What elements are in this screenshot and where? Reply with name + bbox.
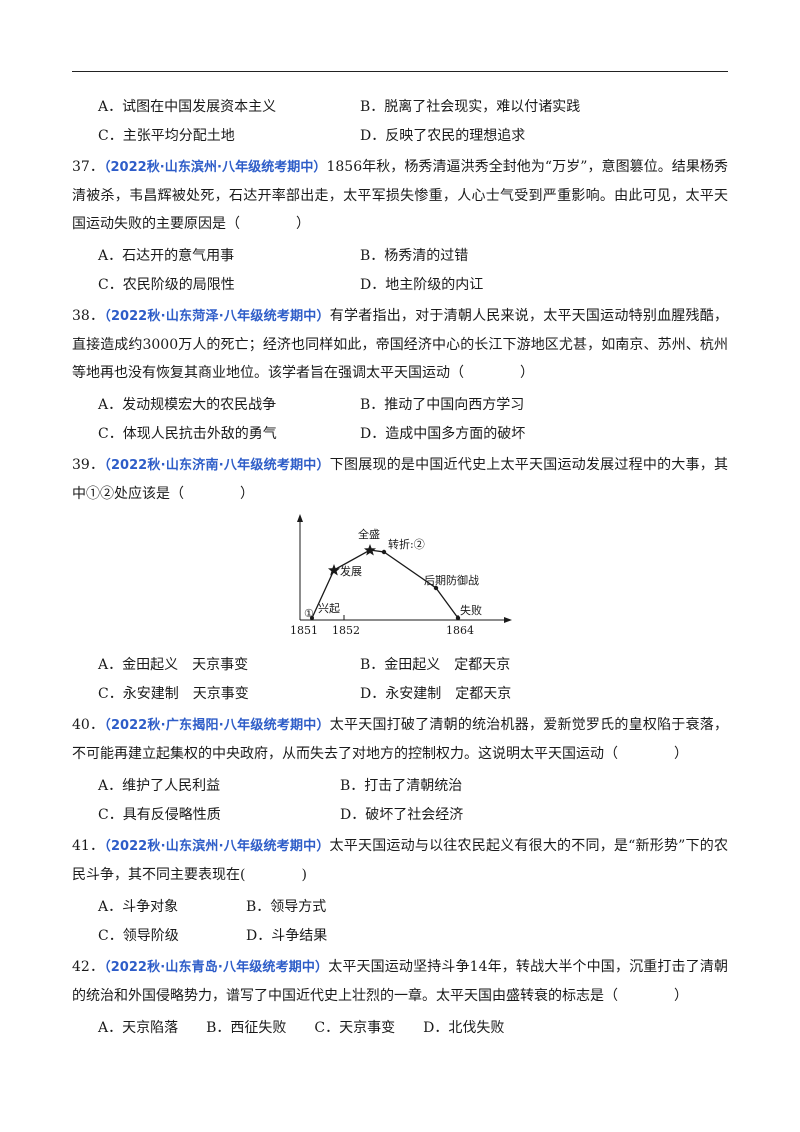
question-stem: 有学者指出，对于清朝人民来说，太平天国运动特别血腥残酷，直接造成约3000万人的… (72, 308, 728, 381)
label-peak: 全盛 (358, 527, 380, 541)
point-late (433, 585, 439, 591)
q36-options-row-1: A．试图在中国发展资本主义 B．脱离了社会现实，难以付诸实践 (72, 92, 728, 121)
q38-options-row-2: C．体现人民抗击外敌的勇气 D．造成中国多方面的破坏 (72, 419, 728, 448)
q36-option-c[interactable]: C．主张平均分配土地 (98, 127, 235, 144)
question-source: （2022秋·山东滨州·八年级统考期中） (104, 839, 330, 854)
q37-option-c[interactable]: C．农民阶级的局限性 (98, 276, 235, 293)
label-develop: 发展 (340, 564, 362, 578)
q38-option-b[interactable]: B．推动了中国向西方学习 (360, 396, 525, 413)
x-axis-arrow (504, 617, 512, 623)
question-number: 39． (72, 457, 105, 473)
label-late: 后期防御战 (424, 573, 479, 587)
question-number: 41． (72, 838, 105, 854)
point-start (310, 616, 314, 620)
q42-option-a[interactable]: A．天京陷落 (98, 1019, 179, 1036)
q36-option-a[interactable]: A．试图在中国发展资本主义 (98, 98, 277, 115)
q41-option-d[interactable]: D．斗争结果 (246, 927, 328, 944)
q38-option-c[interactable]: C．体现人民抗击外敌的勇气 (98, 425, 277, 442)
answer-close-paren: ） (674, 988, 688, 1004)
answer-close-paren: ) (301, 867, 307, 883)
year-1851: 1851 (290, 624, 318, 637)
q42-option-b[interactable]: B．西征失败 (206, 1019, 287, 1036)
q40-options-row-2: C．具有反侵略性质 D．破坏了社会经济 (72, 800, 728, 829)
q40-option-a[interactable]: A．维护了人民利益 (98, 777, 221, 794)
question-number: 37． (72, 159, 104, 175)
answer-close-paren: ） (674, 746, 688, 762)
q42-option-c[interactable]: C．天京事变 (314, 1019, 396, 1036)
q42-options-row: A．天京陷落 B．西征失败 C．天京事变 D．北伐失败 (72, 1013, 728, 1042)
q38-options-row-1: A．发动规模宏大的农民战争 B．推动了中国向西方学习 (72, 390, 728, 419)
q36-option-b[interactable]: B．脱离了社会现实，难以付诸实践 (360, 98, 581, 115)
label-rise: 兴起 (318, 602, 340, 615)
header-rule (72, 71, 728, 72)
q37-option-b[interactable]: B．杨秀清的过错 (360, 247, 469, 264)
q37-options-row-1: A．石达开的意气用事 B．杨秀清的过错 (72, 241, 728, 270)
question-stem: 太平天国运动坚持斗争14年，转战大半个中国，沉重打击了清朝的统治和外国侵略势力，… (72, 959, 728, 1004)
question-40: 40．（2022秋·广东揭阳·八年级统考期中）太平天国打破了清朝的统治机器，爱新… (72, 711, 728, 768)
q36-option-d[interactable]: D．反映了农民的理想追求 (360, 127, 526, 144)
q39-options-row-1: A．金田起义 天京事变 B．金田起义 定都天京 (72, 650, 728, 679)
question-stem: 1856年秋，杨秀清逼洪秀全封他为“万岁”，意图篡位。结果杨秀清被杀，韦昌辉被处… (72, 159, 728, 232)
q40-option-c[interactable]: C．具有反侵略性质 (98, 806, 221, 823)
question-38: 38．（2022秋·山东菏泽·八年级统考期中）有学者指出，对于清朝人民来说，太平… (72, 302, 728, 387)
q41-options-row-1: A．斗争对象 B．领导方式 (72, 892, 728, 921)
q39-option-c[interactable]: C．永安建制 天京事变 (98, 685, 249, 702)
star-peak (364, 544, 376, 556)
trend-line (311, 549, 459, 619)
answer-close-paren: ） (240, 486, 254, 502)
question-stem: 下图展现的是中国近代史上太平天国运动发展过程中的大事，其中①②处应该是（ (72, 457, 728, 502)
question-source: （2022秋·山东青岛·八年级统考期中） (104, 960, 329, 975)
q39-options-row-2: C．永安建制 天京事变 D．永安建制 定都天京 (72, 679, 728, 708)
star-develop (328, 564, 340, 576)
year-1852: 1852 (332, 624, 360, 637)
label-fail: 失败 (460, 603, 482, 617)
question-stem: 太平天国运动与以往农民起义有很大的不同，是“新形势”下的农民斗争，其不同主要表现… (72, 838, 728, 883)
taiping-timeline-figure: ① 兴起 发展 全盛 转折:② 后期防御战 失败 1851 1852 1864 (72, 514, 728, 644)
q39-option-a[interactable]: A．金田起义 天京事变 (98, 656, 249, 673)
question-source: （2022秋·广东揭阳·八年级统考期中） (104, 718, 330, 733)
point-turn (381, 549, 387, 555)
q36-options-row-2: C．主张平均分配土地 D．反映了农民的理想追求 (72, 121, 728, 150)
q37-option-d[interactable]: D．地主阶级的内讧 (360, 276, 484, 293)
question-source: （2022秋·山东菏泽·八年级统考期中） (104, 309, 330, 324)
question-number: 42． (72, 959, 105, 975)
q38-option-a[interactable]: A．发动规模宏大的农民战争 (98, 396, 277, 413)
q42-option-d[interactable]: D．北伐失败 (423, 1019, 505, 1036)
question-list: A．试图在中国发展资本主义 B．脱离了社会现实，难以付诸实践 C．主张平均分配土… (72, 92, 728, 1042)
q37-option-a[interactable]: A．石达开的意气用事 (98, 247, 235, 264)
point-fail (455, 615, 461, 621)
timeline-diagram: ① 兴起 发展 全盛 转折:② 后期防御战 失败 1851 1852 1864 (290, 514, 512, 637)
q39-option-b[interactable]: B．金田起义 定都天京 (360, 656, 511, 673)
question-source: （2022秋·山东济南·八年级统考期中） (104, 458, 330, 473)
question-number: 38． (72, 308, 105, 324)
y-axis-arrow (297, 514, 303, 522)
q40-option-d[interactable]: D．破坏了社会经济 (340, 806, 464, 823)
question-39: 39．（2022秋·山东济南·八年级统考期中）下图展现的是中国近代史上太平天国运… (72, 451, 728, 508)
q40-options-row-1: A．维护了人民利益 B．打击了清朝统治 (72, 771, 728, 800)
q41-option-b[interactable]: B．领导方式 (246, 898, 327, 915)
question-stem: 太平天国打破了清朝的统治机器，爱新觉罗氏的皇权陷于衰落，不可能再建立起集权的中央… (72, 717, 728, 762)
q38-option-d[interactable]: D．造成中国多方面的破坏 (360, 425, 526, 442)
q41-option-c[interactable]: C．领导阶级 (98, 927, 179, 944)
q41-options-row-2: C．领导阶级 D．斗争结果 (72, 921, 728, 950)
q37-options-row-2: C．农民阶级的局限性 D．地主阶级的内讧 (72, 270, 728, 299)
answer-close-paren: ） (296, 216, 310, 232)
label-turn: 转折:② (388, 537, 425, 551)
q41-option-a[interactable]: A．斗争对象 (98, 898, 179, 915)
question-41: 41．（2022秋·山东滨州·八年级统考期中）太平天国运动与以往农民起义有很大的… (72, 832, 728, 889)
label-start: ① (304, 607, 314, 620)
q39-option-d[interactable]: D．永安建制 定都天京 (360, 685, 512, 702)
question-42: 42．（2022秋·山东青岛·八年级统考期中）太平天国运动坚持斗争14年，转战大… (72, 953, 728, 1010)
year-1864: 1864 (446, 624, 474, 637)
question-37: 37．（2022秋·山东滨州·八年级统考期中）1856年秋，杨秀清逼洪秀全封他为… (72, 153, 728, 238)
answer-close-paren: ） (520, 365, 534, 381)
question-number: 40． (72, 717, 105, 733)
q40-option-b[interactable]: B．打击了清朝统治 (340, 777, 463, 794)
question-source: （2022秋·山东滨州·八年级统考期中） (103, 160, 327, 175)
